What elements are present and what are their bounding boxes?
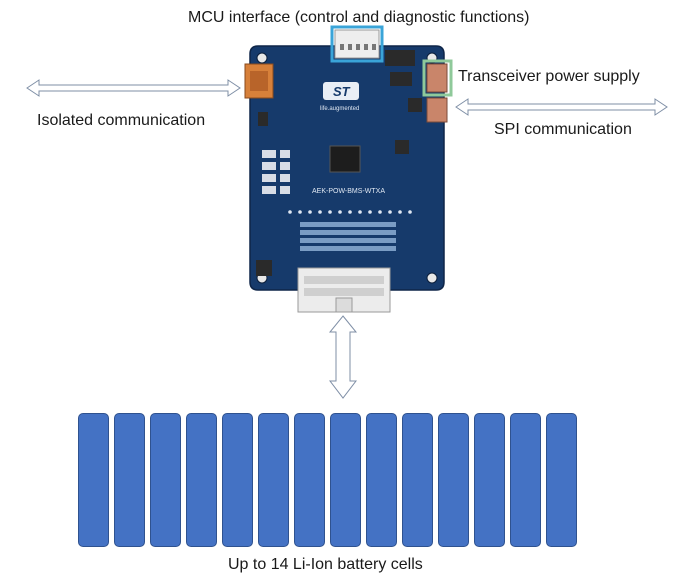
- transceiver-power-highlight: [422, 59, 453, 97]
- spi-communication-arrow: [455, 98, 668, 116]
- mcu-interface-label: MCU interface (control and diagnostic fu…: [188, 9, 530, 26]
- board-model-text: AEK-POW-BMS-WTXA: [312, 188, 385, 195]
- battery-cells-label: Up to 14 Li-Ion battery cells: [228, 556, 423, 573]
- battery-cell: [222, 413, 253, 547]
- st-logo: [323, 82, 359, 100]
- st-logo-text: ST: [333, 84, 351, 99]
- battery-cell: [186, 413, 217, 547]
- isolated-communication-label: Isolated communication: [37, 112, 206, 129]
- battery-cell: [438, 413, 469, 547]
- battery-cell: [150, 413, 181, 547]
- battery-cell: [258, 413, 289, 547]
- isolated-communication-arrow: [26, 79, 241, 97]
- mcu-interface-highlight: [330, 25, 384, 63]
- battery-cell: [330, 413, 361, 547]
- spi-communication-label: SPI communication: [494, 121, 632, 138]
- board-tagline: life.augmented: [320, 106, 359, 112]
- chip: [385, 50, 415, 66]
- battery-cell: [114, 413, 145, 547]
- chip: [390, 72, 412, 86]
- battery-interface-arrow: [328, 315, 358, 399]
- battery-cell: [366, 413, 397, 547]
- transceiver-power-connector: [426, 63, 448, 93]
- battery-cell: [78, 413, 109, 547]
- battery-cell: [402, 413, 433, 547]
- main-chip: [329, 145, 361, 173]
- transceiver-power-supply-label: Transceiver power supply: [458, 68, 640, 85]
- chip: [408, 98, 422, 112]
- battery-cell: [294, 413, 325, 547]
- balancing-resistor-array: [300, 222, 396, 251]
- spi-connector: [426, 97, 448, 123]
- chip: [395, 140, 409, 154]
- battery-cell: [474, 413, 505, 547]
- battery-cell: [546, 413, 577, 547]
- battery-cell: [510, 413, 541, 547]
